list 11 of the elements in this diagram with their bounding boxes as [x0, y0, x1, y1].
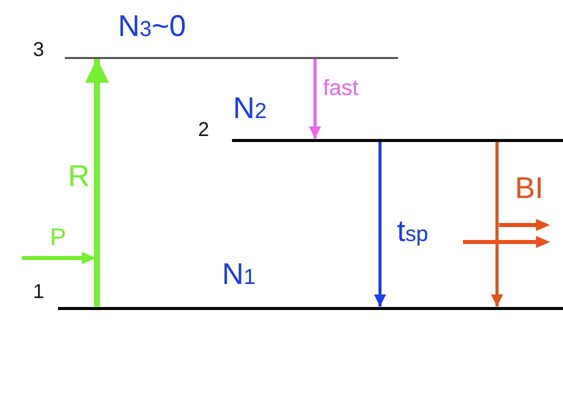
energy-level-line — [65, 57, 398, 59]
level-number: 1 — [33, 282, 44, 302]
transition-arrow — [374, 142, 386, 306]
level-number: 3 — [33, 40, 44, 60]
transition-arrow — [85, 58, 109, 306]
transition-arrow — [309, 58, 321, 138]
energy-level-line — [58, 306, 563, 310]
energy-level-line — [232, 138, 563, 142]
transition-arrow — [491, 142, 503, 306]
level-number: 2 — [198, 120, 210, 140]
pump-label: P — [50, 226, 66, 250]
